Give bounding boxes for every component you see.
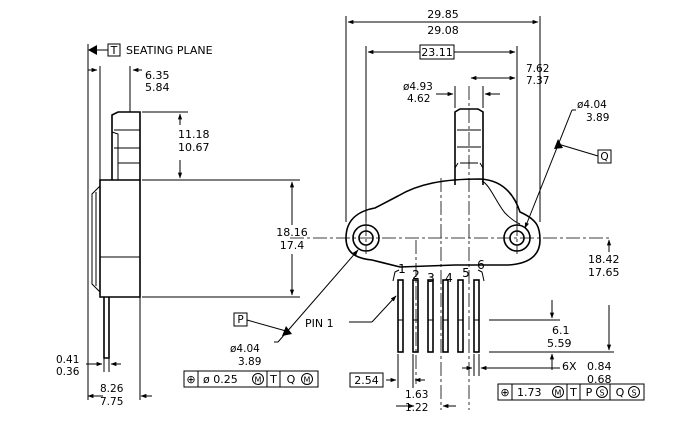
dim-overall-max: 29.85 <box>427 8 459 21</box>
dim-lead-width-min: 0.68 <box>587 373 612 386</box>
dim-lead-span-min: 7.75 <box>100 396 123 408</box>
dim-overall-min: 29.08 <box>427 24 459 37</box>
fcf-holes-datum-2-mod: M <box>304 376 311 385</box>
seating-datum-letter: T <box>110 44 118 57</box>
fcf-holes-mod: M <box>255 376 262 385</box>
dim-lead-thickness-max: 0.41 <box>56 354 79 366</box>
datum-q-letter: Q <box>600 151 608 163</box>
basic-dim-box-pitch <box>349 372 384 388</box>
pin-number-3: 3 <box>427 271 435 285</box>
dim-port-dia-min: 4.62 <box>407 93 430 105</box>
dim-height-min: 17.4 <box>280 239 305 252</box>
dim-port-offset-min: 7.37 <box>526 75 549 87</box>
dim-pin1-offset-min: 1.22 <box>405 402 428 414</box>
fcf-leads-datum-1: T <box>569 386 577 399</box>
dim-lead-width-max: 0.84 <box>587 360 612 373</box>
pin-number-5: 5 <box>462 266 470 280</box>
flange-outline <box>345 178 541 268</box>
fcf-holes-datum-2: Q <box>287 373 296 386</box>
leads <box>392 269 485 353</box>
pin-number-6: 6 <box>477 258 485 272</box>
pin-number-1: 1 <box>398 262 406 276</box>
pin1-label: PIN 1 <box>305 317 334 330</box>
fcf-holes-datum-1: T <box>269 373 277 386</box>
fcf-holes-symbol: ⊕ <box>186 373 195 386</box>
dim-height-max: 18.16 <box>276 226 308 239</box>
dim-lead-length-min: 5.59 <box>547 337 572 350</box>
dim-hole-p-dia-max: ø4.04 <box>230 343 260 355</box>
dim-lead-thickness-min: 0.36 <box>56 366 80 378</box>
seating-plane-label: SEATING PLANE <box>126 44 213 57</box>
dim-hole-p-dia-min: 3.89 <box>238 356 261 368</box>
fcf-leads-datum-2: P <box>586 386 593 399</box>
datum-p-box <box>233 312 248 327</box>
fcf-leads-datum-2-mod: S <box>599 389 604 398</box>
front-dimensions: 29.85 29.08 23.11 7.62 7.37 ø4.93 4.62 ø… <box>230 8 620 414</box>
dim-port-dia-max: ø4.93 <box>403 81 433 93</box>
fcf-leads-datum-3: Q <box>616 386 625 399</box>
dim-lead-row-min: 17.65 <box>588 266 620 279</box>
fcf-leads: ⊕ 1.73 M T P S Q S <box>497 383 645 401</box>
dim-hole-spacing: 23.11 <box>421 46 453 59</box>
dim-pin1-offset-max: 1.63 <box>405 389 428 401</box>
datum-q-box <box>597 149 612 164</box>
dim-pitch: 2.54 <box>354 374 379 387</box>
dim-port-length-max: 11.18 <box>178 128 210 141</box>
fcf-holes-value: ø 0.25 <box>203 373 238 386</box>
basic-dim-box-hole-spacing <box>419 44 455 60</box>
datum-p-letter: P <box>237 314 243 326</box>
fcf-leads-mod: M <box>555 389 562 398</box>
dim-port-offset-max: 7.62 <box>526 63 549 75</box>
dim-lead-span-max: 8.26 <box>100 383 124 395</box>
fcf-leads-datum-3-mod: S <box>631 389 636 398</box>
side-view: T SEATING PLANE 6.35 5.84 11.18 10.67 <box>56 43 213 408</box>
dim-lead-width-count: 6X <box>562 360 577 373</box>
dim-mount-hole-dia-min: 3.89 <box>586 112 609 124</box>
front-view: 1 2 3 4 5 6 <box>290 86 612 410</box>
dim-side-depth-max: 6.35 <box>145 69 170 82</box>
dim-mount-hole-dia-max: ø4.04 <box>577 99 607 111</box>
dim-lead-length-max: 6.1 <box>552 324 570 337</box>
seating-datum-box <box>107 43 121 57</box>
fcf-leads-symbol: ⊕ <box>500 386 509 399</box>
dim-port-length-min: 10.67 <box>178 141 210 154</box>
fcf-leads-value: 1.73 <box>517 386 542 399</box>
fcf-holes: ⊕ ø 0.25 M T Q M <box>183 370 319 388</box>
dim-lead-row-max: 18.42 <box>588 253 620 266</box>
pin-number-4: 4 <box>445 271 453 285</box>
dim-side-depth-min: 5.84 <box>145 81 170 94</box>
